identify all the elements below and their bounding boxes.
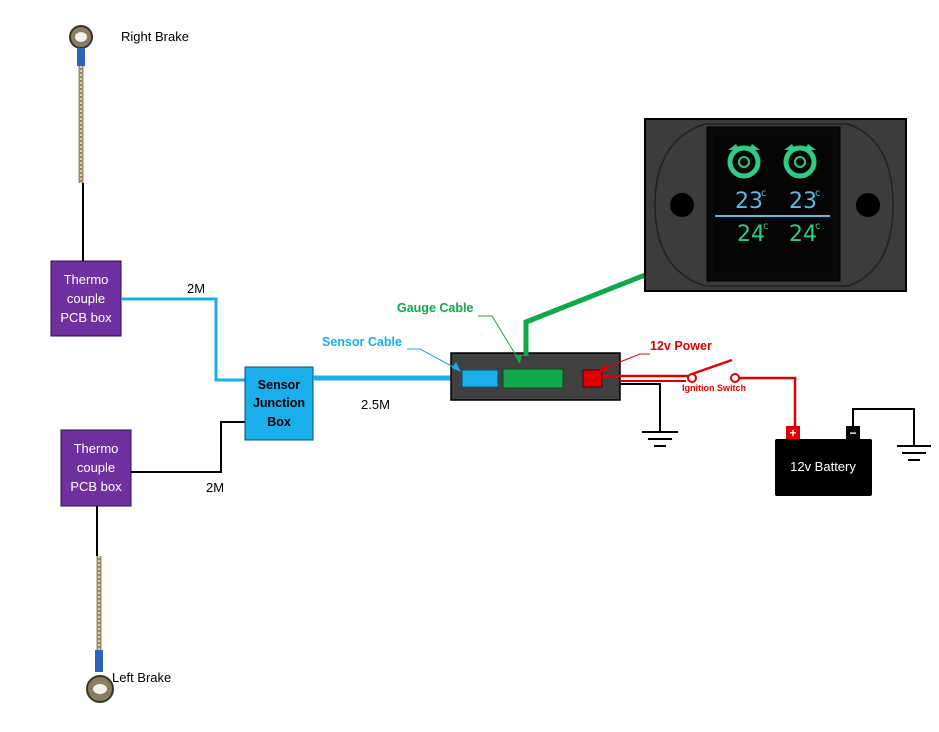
temp-top-left: 23 [735,189,763,214]
thermo-top-line1: Thermo [64,272,109,287]
power-label: 12v Power [650,339,712,353]
gauge-port [502,368,564,389]
sensor-port [461,369,499,388]
sensor-junction-box: Sensor Junction Box [244,366,314,441]
temp-top-right: 23 [789,189,817,214]
left-brake-label: Left Brake [112,670,171,685]
length-bottom-label: 2M [206,480,224,495]
gauge-display: 23 c 23 c 24 c 24 c [644,118,907,292]
thermo-bottom-line2: couple [77,460,115,475]
controller-ground [620,383,678,447]
ignition-switch-label: Ignition Switch [682,383,746,393]
thermo-box-top: Thermo couple PCB box [50,260,122,337]
sensor-cable-arrowhead [452,362,461,372]
length-top-label: 2M [187,281,205,296]
power-port [582,369,603,388]
thermo-bottom-line3: PCB box [70,479,122,494]
thermo-bottom-line1: Thermo [74,441,119,456]
gauge-cable-arrowhead [514,355,522,364]
thermo-top-line3: PCB box [60,310,112,325]
length-main-label: 2.5M [361,397,390,412]
battery: + − 12v Battery [775,426,872,496]
wheel-icon-left [727,144,761,179]
junction-line1: Sensor [258,378,301,392]
power-arrowhead [598,364,608,372]
battery-positive-terminal [786,426,800,439]
sensor-cable-label: Sensor Cable [322,335,402,349]
temp-bottom-left: 24 [737,222,765,247]
cable-top-to-junction [121,297,245,382]
power-wire [602,358,797,428]
power-pointer [599,353,650,371]
gauge-cable-label: Gauge Cable [397,301,473,315]
temp-bottom-right: 24 [789,222,817,247]
battery-body [775,439,872,496]
battery-plus-sign: + [789,426,796,440]
temp-bottom-right-unit: c [815,221,821,232]
cable-bottom-to-junction [131,421,245,473]
thermo-box-bottom: Thermo couple PCB box [60,429,132,507]
temp-top-left-unit: c [761,188,767,199]
gauge-cable [523,272,646,356]
temp-bottom-left-unit: c [763,221,769,232]
right-brake-label: Right Brake [121,29,189,44]
battery-ground [852,408,931,461]
sensor-cable-pointer [407,348,460,371]
mount-hole-right [856,193,880,217]
controller-box [450,352,621,401]
gauge-cable-pointer [478,315,521,363]
battery-label: 12v Battery [790,459,856,474]
battery-negative-terminal [846,426,860,439]
wheel-icon-right [783,144,817,179]
junction-line2: Junction [253,396,305,410]
battery-minus-sign: − [849,426,856,440]
right-brake-sensor [69,25,93,262]
left-brake-sensor [86,506,114,703]
mount-hole-left [670,193,694,217]
junction-line3: Box [267,415,291,429]
thermo-top-line2: couple [67,291,105,306]
temp-top-right-unit: c [815,188,821,199]
